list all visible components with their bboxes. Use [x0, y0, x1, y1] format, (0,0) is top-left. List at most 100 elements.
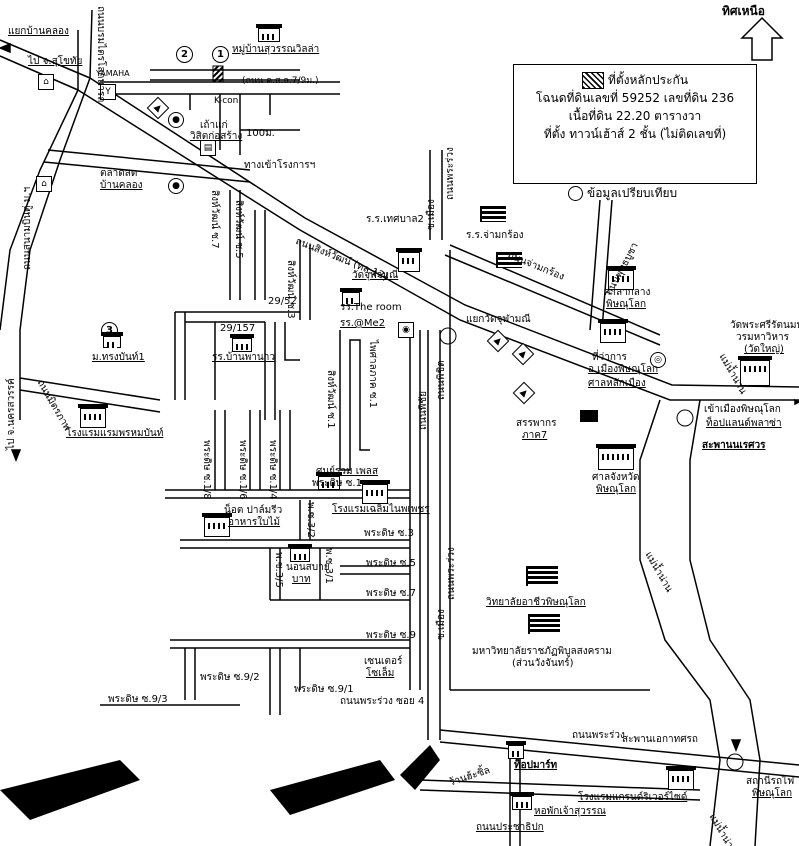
soi-1-box — [339, 330, 370, 471]
road-phuttabucha — [589, 199, 613, 331]
label-station1: สถานีรถไฟ — [746, 776, 795, 787]
lane-left-d — [284, 322, 300, 361]
label-ahan-mai: อาหารใบไม้ — [228, 517, 281, 528]
label-singhawat7: สิงห์วัฒน์ ซ.7 — [209, 190, 220, 249]
flag-icon-school2 — [496, 252, 522, 268]
school-icon-ban-phanao — [230, 334, 254, 352]
restaurant-icon — [202, 513, 232, 537]
shop-icon-yaek: ⌂ — [38, 74, 54, 90]
road-north-b — [89, 9, 93, 79]
label-thanon-prachathip: ถนนประชาธิปก — [476, 822, 544, 833]
label-sapan-ekathot: สะพานเอกาทศรถ — [622, 734, 698, 745]
label-moo-ban: หมู่บ้านสุวรรณวิลล่า — [232, 44, 320, 55]
building-icon-ti-wa-kan — [598, 319, 628, 343]
label-phak7: ภาค7 — [522, 430, 548, 441]
label-center-point2: โซเล็ม — [366, 668, 395, 679]
label-to-topland: ท็อปแลนด์พลาซ่า — [706, 418, 782, 429]
compare-circle-b — [676, 409, 694, 427]
label-station2: พิษณุโลก — [752, 788, 793, 799]
label-hor-pak: หอพักเจ้าสุวรรณ — [534, 806, 606, 817]
road-west-b — [19, 77, 91, 420]
label-soi-kaset: ซ.เมือง — [426, 199, 437, 230]
north-arrow-icon — [740, 16, 784, 61]
label-rr-the-room: รร.The room — [340, 302, 402, 313]
road-phradit-5 — [340, 565, 410, 575]
label-sala-klang: ศาลากลาง — [604, 287, 651, 298]
highway-edge-b — [89, 77, 799, 388]
arrow-to-muang — [794, 398, 799, 406]
shop-icon-west: ⌂ — [36, 176, 52, 192]
building-icon-saan — [596, 444, 636, 470]
label-wat-phrasri: วัดพระศรีรัตนมหาธาตุ — [730, 320, 799, 331]
road-phaisit — [19, 377, 161, 413]
hotel-icon-nip — [360, 480, 390, 504]
soi-singhawat-7 — [229, 190, 241, 300]
soi-9-1 — [269, 648, 301, 715]
label-100m: 100ม. — [246, 128, 275, 139]
soi-singhawat-5 — [254, 210, 266, 300]
label-m-ratchabhat: ม.ทรงบันท์1 — [92, 352, 145, 363]
label-ampho-muang: อ.เมืองพิษณุโลก — [588, 364, 659, 375]
road-phraruang-bottom — [439, 729, 799, 778]
info-line3: ที่ตั้ง ทาวน์เฮ้าส์ 2 ชั้น (ไม่ติดเลขที่… — [543, 127, 727, 141]
temple-icon-wat-yai — [738, 356, 772, 386]
label-center-point1: เซนเตอร์ — [364, 656, 403, 667]
label-phaisit-sa1: ไพศาลภาค ซ.1 — [367, 340, 378, 409]
label-home-bath2: บาท — [292, 574, 311, 585]
label-soi-muang: ซ.เมือง — [436, 609, 447, 640]
label-thanon-phichit: ถนนพิชิต — [436, 360, 447, 400]
road-phichai — [409, 330, 421, 690]
label-phraruang-soi4: ถนนพระร่วง ซอย 4 — [340, 696, 425, 707]
temple-icon-chulamani — [396, 248, 422, 272]
hatch-legend-icon — [581, 72, 604, 89]
arrow-to-nakhonsawan — [10, 449, 22, 463]
dark-shape-d — [580, 410, 598, 422]
label-phradit-s5: พระดิษ ซ.5 — [366, 558, 416, 569]
label-ps35: พ.ซ.3/5 — [273, 552, 284, 588]
marker-1: 1 — [212, 46, 229, 63]
yamaha-icon: Y — [100, 84, 116, 100]
label-rr-mez: รร.@Me2 — [340, 318, 386, 329]
label-phradit1-8: พระดิษ ซ.1/8 — [201, 440, 212, 500]
dark-shape-a — [0, 760, 140, 820]
label-sunfood: ศูนย์รวม เพลส — [316, 466, 379, 477]
label-rong-raem-ram-phao: โรงแรมแรมพรหมบันท์ — [66, 428, 164, 439]
compare-circle-c — [726, 753, 744, 771]
label-thanon-sanamram: ถนนสนามบินตู่ ม.ฯ — [22, 186, 33, 270]
label-phitsanulok-a: พิษณุโลก — [606, 299, 647, 310]
road-prachathip — [419, 779, 701, 801]
river-east-bank — [689, 399, 761, 846]
hotel-icon-grand-riverside — [666, 766, 696, 790]
label-yaek-wat-chula: แยกวัดจุฬามณี — [466, 314, 531, 325]
label-phitsanulok-b: พิษณุโลก — [596, 484, 637, 495]
label-talad: ตลาดสด — [100, 168, 138, 179]
label-r-ch-pattana: ร.ร.เทศบาล2 — [366, 214, 424, 225]
label-phradit-s9: พระดิษ ซ.9 — [366, 630, 416, 641]
lane-left-a — [174, 312, 186, 400]
label-to-nakhonsawan: ไป จ.นครสวรรค์ — [6, 378, 17, 450]
label-taokae: เถ้าแก่ — [200, 120, 228, 131]
hotel-icon-ram-phao — [78, 404, 108, 428]
label-phradit-s7: พระดิษ ซ.7 — [366, 588, 416, 599]
label-singhawat3: สิงห์วัฒน์ ซ.3 — [285, 260, 296, 319]
label-ka-khao: ทางเข้าโรงการฯ — [244, 160, 316, 171]
label-to-sukhothai: ไป จ.สุโขทัย — [28, 56, 83, 67]
moo-ban-block — [150, 69, 300, 81]
label-ban-khlong: บ้านคลอง — [100, 180, 143, 191]
label-29157: 29/157 — [220, 323, 256, 334]
flag-icon-school1 — [480, 206, 506, 222]
moo-ban-lanes — [189, 94, 271, 155]
label-rong-raem-nip: โรงแรมเฉลิมไนพเพชร — [332, 504, 430, 515]
flag-icon-university — [528, 614, 560, 634]
label-r-ch-chanchai: ร.ร.จ่ามกร้อง — [466, 230, 524, 241]
dorm-icon — [510, 792, 534, 810]
label-singh-sa1: สิงห์วัฒน์ ซ.1 — [325, 370, 336, 429]
soi-3-5 — [269, 548, 281, 600]
shop-icon-wisit: ▤ — [200, 140, 216, 156]
road-phraruang — [427, 330, 441, 740]
label-nong: น็อต ปาล์มรีว — [224, 505, 283, 516]
label-saan-lak-muang: ศาลหลักเมือง — [588, 378, 646, 389]
legend-comparison: ข้อมูลเปรียบเทียบ — [568, 184, 677, 203]
arrow-to-sukhothai — [0, 42, 11, 54]
